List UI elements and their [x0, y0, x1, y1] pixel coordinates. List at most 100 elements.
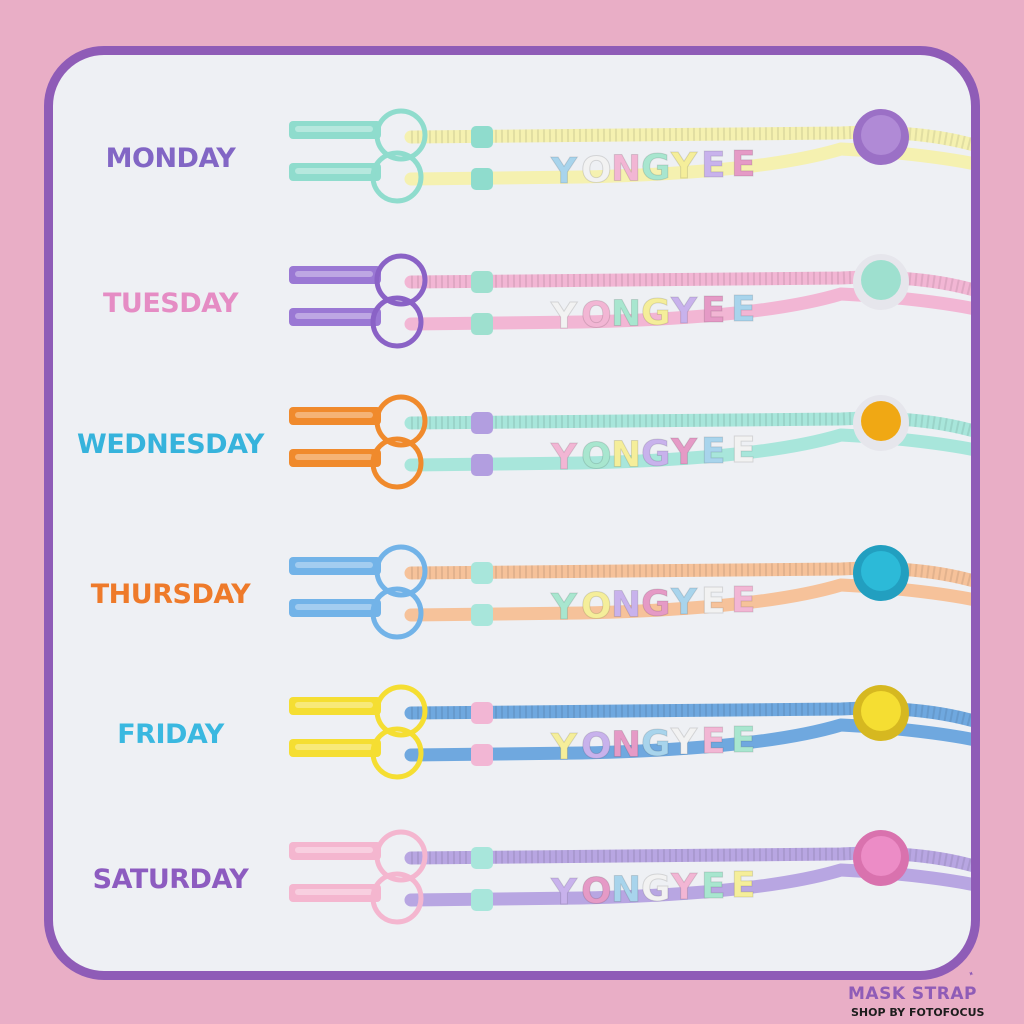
letter-bead: Y — [550, 872, 578, 913]
day-label: TUESDAY — [102, 288, 239, 319]
letter-bead: G — [641, 433, 671, 474]
cord-texture — [410, 561, 971, 587]
day-label: MONDAY — [105, 143, 236, 174]
cord-upper — [404, 125, 971, 151]
spacer-bead-2 — [471, 744, 493, 766]
split-ring-2 — [370, 436, 424, 490]
cord-lower — [404, 428, 971, 472]
cord-texture — [410, 411, 971, 437]
letter-bead: Y — [550, 437, 578, 478]
clip-1 — [289, 557, 381, 575]
clip-highlight — [295, 847, 373, 853]
letter-bead: G — [641, 147, 671, 188]
letter-bead: O — [581, 871, 612, 912]
letter-bead: E — [731, 289, 756, 330]
letter-bead: Y — [550, 727, 578, 768]
cord-stopper — [861, 401, 901, 441]
letter-bead: Y — [550, 587, 578, 628]
clip-highlight — [295, 562, 373, 568]
cord-stopper — [861, 691, 901, 731]
day-label: THURSDAY — [90, 579, 251, 610]
clip-highlight — [295, 889, 373, 895]
letter-bead: O — [581, 150, 612, 191]
letter-bead: N — [611, 870, 641, 911]
cord-texture — [410, 846, 971, 872]
clip-highlight — [295, 126, 373, 132]
letter-bead: Y — [550, 151, 578, 192]
letter-bead: E — [701, 145, 726, 186]
letter-bead: E — [731, 580, 756, 621]
letter-bead: E — [701, 431, 726, 472]
brand-title: MASK STRAP — [848, 984, 977, 1004]
letter-bead: Y — [550, 296, 578, 337]
cord-upper — [404, 270, 971, 296]
cord-lower — [404, 287, 971, 331]
letter-bead: E — [731, 144, 756, 185]
letter-bead: O — [581, 586, 612, 627]
letter-bead: O — [581, 295, 612, 336]
spacer-bead-1 — [471, 126, 493, 148]
clip-2 — [289, 599, 381, 617]
letter-bead: N — [611, 294, 641, 335]
cord-stopper — [861, 836, 901, 876]
spacer-bead-1 — [471, 271, 493, 293]
split-ring-2 — [370, 586, 424, 640]
letter-bead: G — [641, 292, 671, 333]
split-ring-2 — [370, 295, 424, 349]
clip-1 — [289, 697, 381, 715]
split-ring-1 — [374, 394, 428, 448]
letter-bead: E — [701, 866, 726, 907]
cord-lower — [404, 142, 971, 186]
letter-bead: E — [731, 720, 756, 761]
letter-bead: Y — [670, 867, 698, 908]
spacer-bead-1 — [471, 412, 493, 434]
letter-bead: N — [611, 725, 641, 766]
clip-highlight — [295, 454, 373, 460]
spacer-bead-2 — [471, 604, 493, 626]
letter-bead: Y — [670, 722, 698, 763]
clip-2 — [289, 884, 381, 902]
split-ring-1 — [374, 253, 428, 307]
letter-bead: E — [701, 290, 726, 331]
spacer-bead-1 — [471, 702, 493, 724]
cord-stopper — [861, 551, 901, 591]
letter-bead: Y — [670, 291, 698, 332]
letter-bead: G — [641, 723, 671, 764]
letter-bead: Y — [670, 146, 698, 187]
clip-highlight — [295, 412, 373, 418]
cord-lower — [404, 718, 971, 762]
letter-bead: E — [701, 721, 726, 762]
spacer-bead-2 — [471, 454, 493, 476]
letter-bead: Y — [670, 432, 698, 473]
spacer-bead-2 — [471, 168, 493, 190]
cord-texture — [410, 125, 971, 151]
letter-bead: E — [731, 865, 756, 906]
day-label: WEDNESDAY — [77, 429, 264, 460]
cord-upper — [404, 411, 971, 437]
letter-bead: E — [701, 581, 726, 622]
clip-1 — [289, 121, 381, 139]
spacer-bead-1 — [471, 562, 493, 584]
clip-2 — [289, 308, 381, 326]
split-ring-1 — [374, 684, 428, 738]
clip-highlight — [295, 271, 373, 277]
brand-logo-mark: ✦ — [966, 969, 976, 979]
cord-stopper — [861, 115, 901, 155]
cord-lower — [404, 863, 971, 907]
clip-1 — [289, 842, 381, 860]
clip-2 — [289, 449, 381, 467]
letter-bead: N — [611, 149, 641, 190]
spacer-bead-2 — [471, 889, 493, 911]
letter-bead: E — [731, 430, 756, 471]
spacer-bead-1 — [471, 847, 493, 869]
